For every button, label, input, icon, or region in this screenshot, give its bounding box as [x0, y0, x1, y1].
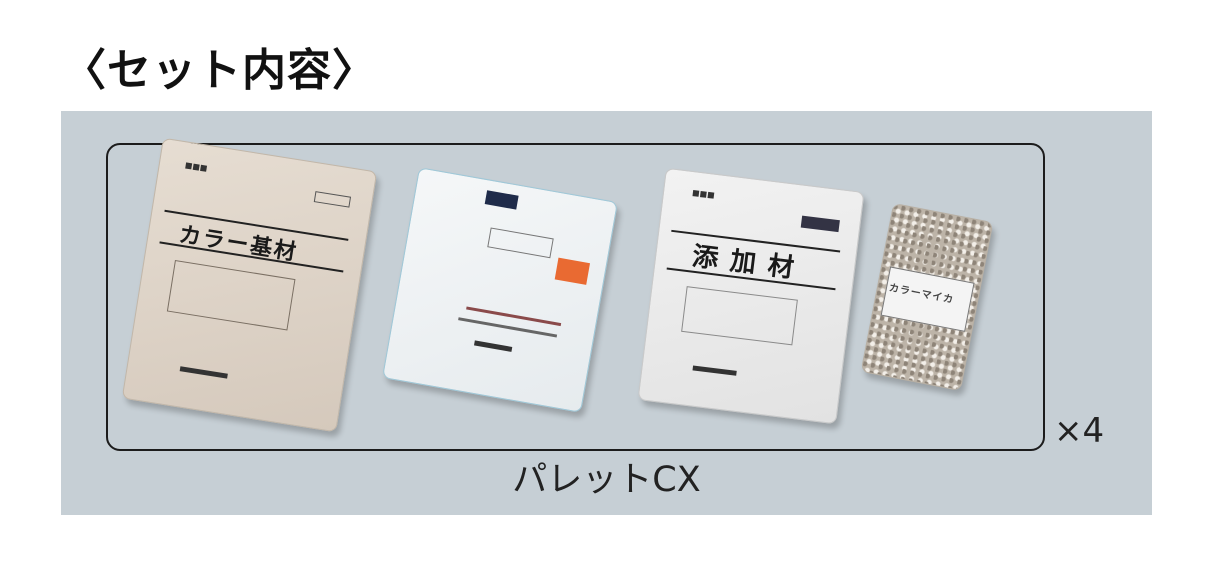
bag-tag-text: ■■■	[691, 188, 716, 200]
pouch-bag-image	[381, 167, 619, 413]
color-base-label: カラー基材	[177, 222, 300, 266]
additive-bag-image: ■■■ 添加材	[637, 167, 865, 425]
product-caption: パレットCX	[512, 460, 701, 500]
additive-label: 添加材	[690, 241, 808, 286]
page-title: 〈セット内容〉	[62, 45, 377, 96]
set-frame	[106, 143, 1045, 451]
quantity-multiplier: ×4	[1054, 411, 1105, 451]
color-base-bag-image: ■■■ カラー基材	[121, 137, 378, 433]
bag-tag-text: ■■■	[184, 160, 209, 173]
product-panel: ■■■ カラー基材 ■■■ 添加材	[61, 111, 1152, 515]
